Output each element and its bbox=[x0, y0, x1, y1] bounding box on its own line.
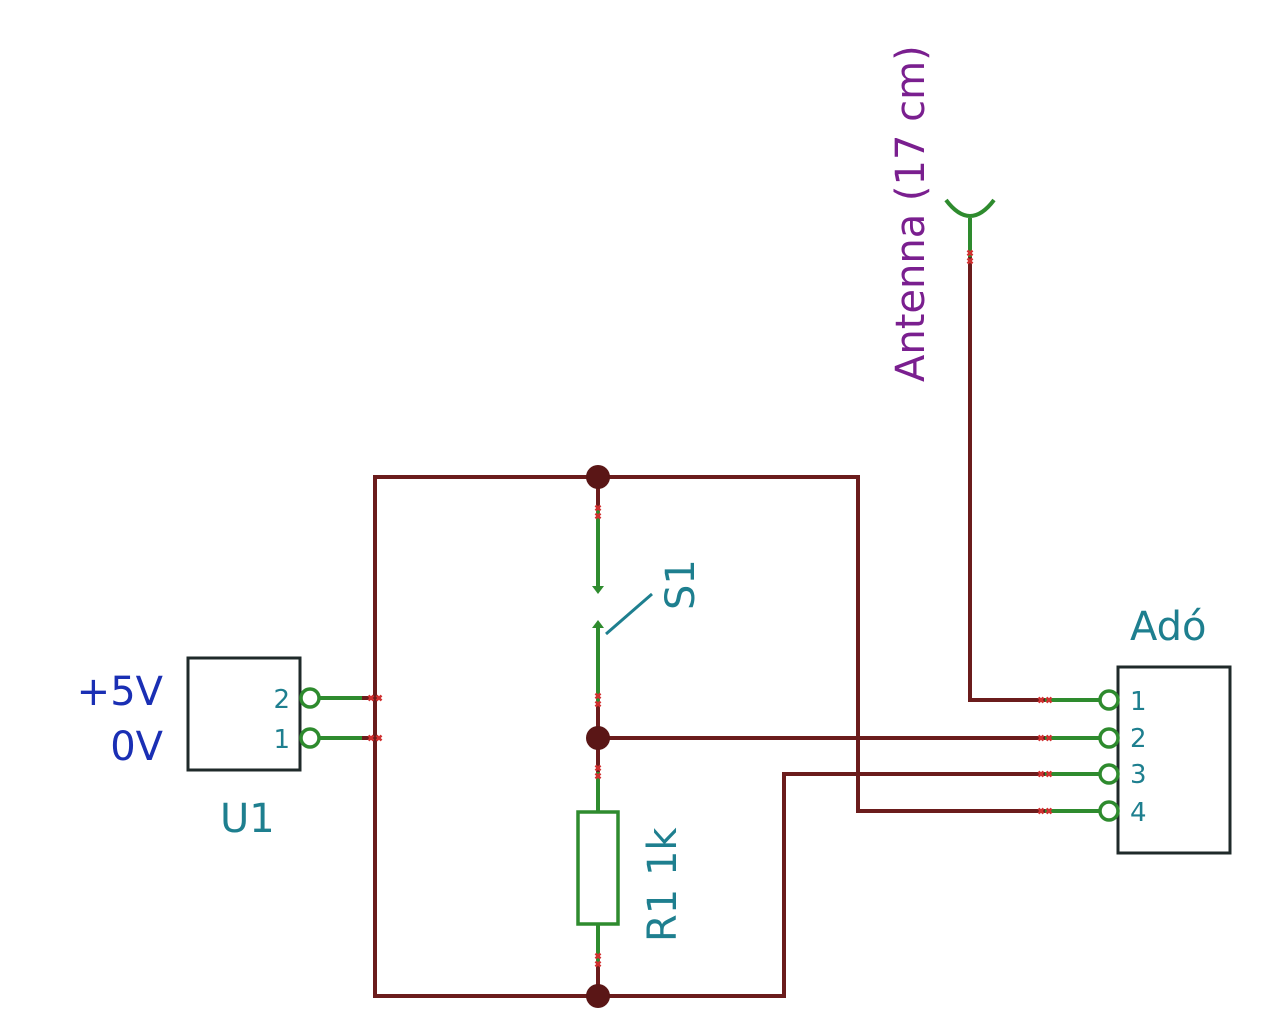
terminal-marker bbox=[594, 504, 602, 520]
r1-body bbox=[576, 810, 620, 926]
s1-lever bbox=[605, 592, 653, 636]
component-antenna[interactable]: Antenna (17 cm) bbox=[888, 45, 996, 382]
junction-dot-bottom bbox=[586, 984, 610, 1008]
u1-pin1-number: 1 bbox=[273, 725, 290, 755]
ado-pin4-terminal bbox=[1098, 800, 1120, 822]
ado-pin4-number: 4 bbox=[1130, 798, 1147, 828]
ado-pin1-terminal bbox=[1098, 689, 1120, 711]
antenna-symbol-icon bbox=[944, 198, 996, 218]
terminal-marker bbox=[1037, 770, 1053, 778]
s1-ref-label: S1 bbox=[658, 559, 704, 610]
s1-upper-contact bbox=[592, 586, 604, 594]
u1-ref-label: U1 bbox=[220, 796, 275, 842]
component-r1[interactable]: R1 1k bbox=[576, 772, 686, 962]
terminal-marker bbox=[594, 952, 602, 968]
terminal-marker bbox=[594, 692, 602, 708]
ado-pin3-number: 3 bbox=[1130, 760, 1147, 790]
r1-label: R1 1k bbox=[640, 827, 686, 942]
terminal-markers bbox=[367, 249, 1053, 968]
ado-pin3-terminal bbox=[1098, 763, 1120, 785]
u1-pin2-terminal bbox=[299, 687, 321, 709]
s1-lower-contact bbox=[592, 620, 604, 628]
wire-bottom-rail bbox=[373, 696, 1047, 998]
wire-antenna-feed bbox=[968, 255, 1047, 702]
terminal-marker bbox=[966, 249, 974, 265]
u1-pin1-terminal bbox=[299, 727, 321, 749]
net-label-0v: 0V bbox=[110, 724, 163, 770]
ado-pin2-terminal bbox=[1098, 727, 1120, 749]
terminal-marker bbox=[594, 764, 602, 780]
terminal-marker bbox=[367, 694, 383, 702]
terminal-marker bbox=[367, 734, 383, 742]
net-label-plus5v: +5V bbox=[77, 669, 164, 715]
u1-pin2-number: 2 bbox=[273, 685, 290, 715]
component-ado[interactable]: 1 2 3 4 Adó bbox=[1045, 604, 1232, 855]
junction-dot-middle bbox=[586, 726, 610, 750]
u1-body bbox=[186, 656, 302, 772]
terminal-marker bbox=[1037, 734, 1053, 742]
ado-pin2-number: 2 bbox=[1130, 724, 1147, 754]
ado-ref-label: Adó bbox=[1130, 604, 1207, 650]
junctions bbox=[586, 465, 610, 1008]
antenna-label: Antenna (17 cm) bbox=[888, 45, 934, 382]
junction-dot-top bbox=[586, 465, 610, 489]
ado-body bbox=[1116, 665, 1232, 855]
ado-pin1-number: 1 bbox=[1130, 687, 1147, 717]
terminal-marker bbox=[1037, 807, 1053, 815]
terminal-marker bbox=[1037, 696, 1053, 704]
wire-top-rail bbox=[373, 475, 1047, 813]
wires bbox=[318, 255, 1047, 998]
component-u1[interactable]: 2 1 +5V 0V U1 bbox=[77, 656, 362, 842]
component-s1[interactable]: S1 bbox=[592, 510, 704, 702]
